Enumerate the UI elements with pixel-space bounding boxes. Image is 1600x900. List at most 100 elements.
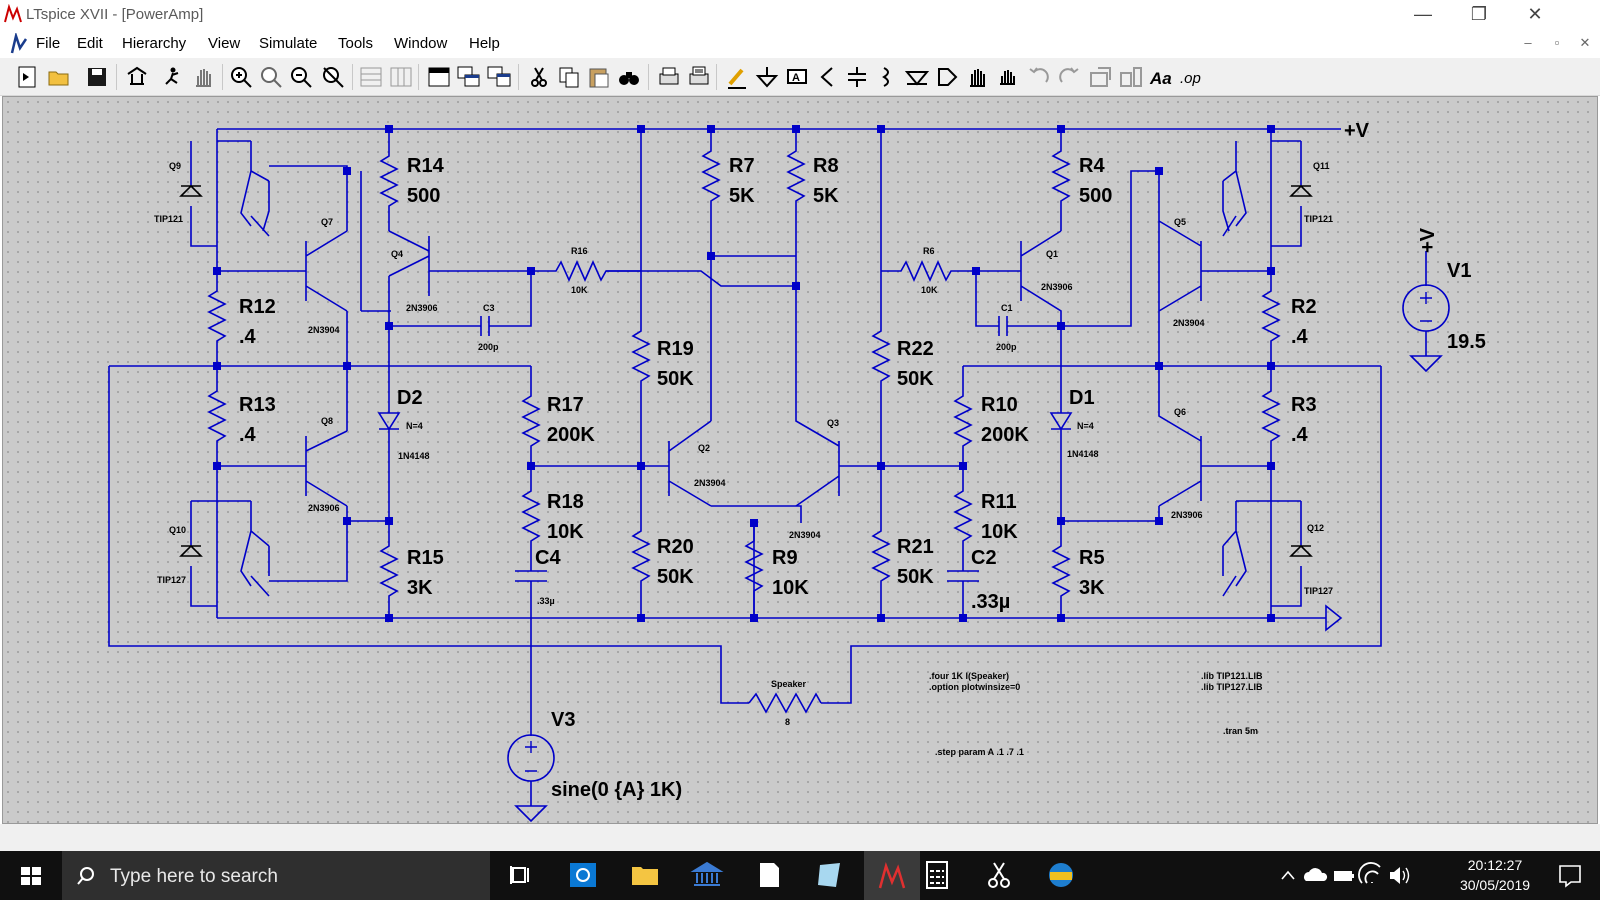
taskbar-search-box[interactable]: Type here to search: [62, 851, 490, 900]
ltspice-app-icon: [4, 4, 22, 23]
rotate-icon[interactable]: [1088, 64, 1114, 90]
resistor-icon[interactable]: [814, 64, 840, 90]
sticky-notes-icon[interactable]: [812, 851, 846, 900]
d1-part: 1N4148: [1067, 449, 1099, 459]
undo-icon[interactable]: [1026, 64, 1052, 90]
run-icon[interactable]: [160, 64, 186, 90]
tile-horizontal-icon[interactable]: [358, 64, 384, 90]
calculator-icon[interactable]: [920, 851, 954, 900]
r8-value: 5K: [813, 185, 839, 207]
q2-part: 2N3904: [694, 478, 726, 488]
onedrive-cloud-icon[interactable]: [1300, 851, 1330, 900]
menu-help[interactable]: Help: [469, 35, 500, 52]
find-icon[interactable]: [616, 64, 642, 90]
copy-icon[interactable]: [556, 64, 582, 90]
move-hand-icon[interactable]: [964, 64, 990, 90]
bank-app-icon[interactable]: [690, 851, 724, 900]
menu-hierarchy[interactable]: Hierarchy: [122, 35, 187, 52]
menu-file[interactable]: File: [36, 35, 61, 52]
task-view-icon[interactable]: [504, 851, 538, 900]
snipping-tool-icon[interactable]: [982, 851, 1016, 900]
notepad-file-icon[interactable]: [752, 851, 786, 900]
doc-minimize-button[interactable]: –: [1524, 35, 1532, 50]
arrange-icon[interactable]: [486, 64, 512, 90]
menu-edit[interactable]: Edit: [77, 35, 103, 52]
menu-tools[interactable]: Tools: [338, 35, 374, 52]
paste-icon[interactable]: [586, 64, 612, 90]
battery-icon[interactable]: [1330, 851, 1358, 900]
control-panel-icon[interactable]: [124, 64, 150, 90]
draw-wire-icon[interactable]: [724, 64, 750, 90]
schematic-drawing: +V R14 500 R7 5K R8 5K R4 500 R12 .4 R13…: [108, 120, 1486, 823]
print-setup-icon[interactable]: [686, 64, 712, 90]
spice-directive-icon[interactable]: .op: [1178, 64, 1204, 90]
doc-close-button[interactable]: ✕: [1579, 35, 1591, 50]
inductor-icon[interactable]: [874, 64, 900, 90]
halt-icon[interactable]: [190, 64, 216, 90]
c2-name: C2: [971, 547, 997, 569]
zoom-pan-icon[interactable]: [258, 64, 284, 90]
window-title: LTspice XVII - [PowerAmp]: [26, 6, 204, 23]
zoom-out-icon[interactable]: [288, 64, 314, 90]
q6-part: 2N3906: [1171, 510, 1203, 520]
zoom-in-icon[interactable]: [228, 64, 254, 90]
system-clock[interactable]: 20:12:27 30/05/2019: [1440, 855, 1550, 895]
open-icon[interactable]: [46, 64, 72, 90]
directive-lib2[interactable]: .lib TIP127.LIB: [1201, 682, 1263, 692]
label-net-icon[interactable]: A: [784, 64, 810, 90]
r14-value: 500: [407, 185, 440, 207]
directive-option[interactable]: .option plotwinsize=0: [929, 682, 1020, 692]
redo-icon[interactable]: [1056, 64, 1082, 90]
outlook-icon[interactable]: [566, 851, 600, 900]
directive-four[interactable]: .four 1K I(Speaker): [929, 671, 1009, 681]
doc-restore-button[interactable]: ▫: [1554, 35, 1560, 50]
q5-name: Q5: [1174, 217, 1186, 227]
directive-step[interactable]: .step param A .1 .7 .1: [935, 747, 1024, 757]
q10-part: TIP127: [157, 575, 186, 585]
ground-icon[interactable]: [754, 64, 780, 90]
diode-icon[interactable]: [904, 64, 930, 90]
cut-icon[interactable]: [526, 64, 552, 90]
close-button[interactable]: ✕: [1527, 4, 1543, 24]
window-icon[interactable]: [426, 64, 452, 90]
tile-vertical-icon[interactable]: [388, 64, 414, 90]
notification-center-icon[interactable]: [1552, 851, 1588, 900]
text-icon[interactable]: Aa: [1148, 64, 1174, 90]
r18-value: 10K: [547, 521, 584, 543]
chevron-up-icon[interactable]: [1276, 851, 1300, 900]
cascade-icon[interactable]: [456, 64, 482, 90]
menu-simulate[interactable]: Simulate: [259, 35, 318, 52]
speaker-name: Speaker: [771, 679, 807, 689]
clock-date: 30/05/2019: [1459, 877, 1531, 893]
directive-tran[interactable]: .tran 5m: [1223, 726, 1258, 736]
dev-tool-icon[interactable]: [1044, 851, 1078, 900]
minimize-button[interactable]: —: [1414, 4, 1432, 24]
menu-bar: File Edit Hierarchy View Simulate Tools …: [0, 31, 1600, 58]
ltspice-taskbar-button[interactable]: [864, 851, 920, 900]
menu-view[interactable]: View: [208, 35, 241, 52]
document-menu-icon[interactable]: [8, 33, 30, 55]
restore-button[interactable]: ❐: [1470, 4, 1488, 24]
menu-window[interactable]: Window: [394, 35, 448, 52]
file-explorer-icon[interactable]: [628, 851, 662, 900]
drag-hand-icon[interactable]: [994, 64, 1020, 90]
wifi-icon[interactable]: [1358, 851, 1386, 900]
c4-value: .33µ: [537, 596, 555, 606]
r13-value: .4: [239, 424, 257, 446]
q1-part: 2N3906: [1041, 282, 1073, 292]
zoom-fit-icon[interactable]: [320, 64, 346, 90]
mirror-icon[interactable]: [1118, 64, 1144, 90]
capacitor-icon[interactable]: [844, 64, 870, 90]
directive-lib1[interactable]: .lib TIP121.LIB: [1201, 671, 1263, 681]
volume-icon[interactable]: [1386, 851, 1414, 900]
r11-value: 10K: [981, 521, 1018, 543]
schematic-canvas[interactable]: +V R14 500 R7 5K R8 5K R4 500 R12 .4 R13…: [2, 96, 1598, 824]
new-schematic-icon[interactable]: [14, 64, 40, 90]
r22-value: 50K: [897, 368, 934, 390]
r16-value: 10K: [571, 285, 588, 295]
print-icon[interactable]: [656, 64, 682, 90]
save-icon[interactable]: [84, 64, 110, 90]
q1-name: Q1: [1046, 249, 1058, 259]
windows-start-icon[interactable]: [14, 851, 48, 900]
component-icon[interactable]: [934, 64, 960, 90]
